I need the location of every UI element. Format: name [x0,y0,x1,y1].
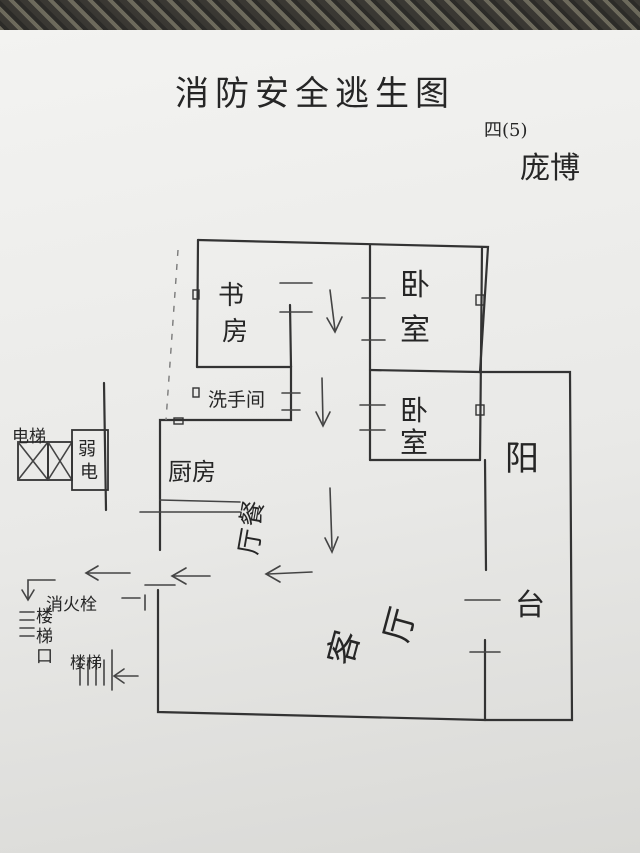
author-name: 庞博 [520,151,580,186]
label-study-1: 书 [218,281,244,311]
author-class: 四(5) [484,120,528,141]
elevator-x-2b [47,441,73,481]
diagram-title: 消防安全逃生图 [175,74,455,114]
elevator-x-1b [17,441,49,481]
escape-arrow-dining [324,487,339,554]
window-kitchen [173,417,184,425]
escape-arrow-to-stairs [21,579,56,602]
bedroom-divider [368,368,482,374]
study-wall-right [288,303,293,369]
outer-wall-bottom [156,588,487,722]
label-bedroom1-1: 卧 [400,268,430,303]
dashed-sketch-line [165,249,179,421]
label-bedroom1-2: 室 [400,313,430,348]
window-study [192,289,200,300]
balcony-wall [483,458,488,572]
label-balcony-2: 台 [515,588,545,623]
label-stairs: 楼梯 [70,653,102,672]
label-kitchen: 厨房 [168,458,216,486]
label-living-2: 厅 [377,603,424,646]
label-bedroom2-2: 室 [400,426,428,459]
label-living-1: 客 [321,626,368,669]
label-weak-current-1: 弱 [78,439,96,460]
label-elevator: 电梯 [12,427,46,447]
escape-arrow-living [264,565,313,583]
stair-exit-hatch [19,611,35,637]
corridor-wall [102,381,108,512]
window-bedroom-1 [475,294,485,306]
escape-arrow-stairs-bottom [112,668,139,684]
label-weak-current-2: 电 [80,462,98,483]
kitchen-wall [159,499,241,503]
weak-current-box [71,429,109,491]
label-bedroom2-1: 卧 [400,394,428,427]
label-study-2: 房 [222,317,248,347]
outer-wall-top [196,238,574,722]
escape-arrow-hall [315,377,331,428]
window-bedroom-2 [475,404,485,416]
stairs-hatch [79,649,113,691]
label-stair-exit-2: 梯 [36,627,53,647]
label-balcony-1: 阳 [505,439,539,479]
escape-arrow-to-hydrant [84,565,131,581]
label-stair-exit-1: 楼 [36,607,53,627]
label-stair-exit-3: 口 [36,647,53,667]
bedroom-wall-right [478,245,484,462]
washroom-wall [158,365,293,552]
escape-arrow-study [326,289,343,334]
study-wall-left [195,238,200,369]
label-restaurant-2: 厅 [234,526,268,557]
label-washroom: 洗手间 [208,389,265,411]
escape-arrow-exit [170,567,211,585]
window-washroom [192,387,200,398]
label-hydrant: 消火栓 [46,595,97,615]
label-restaurant-1: 餐 [236,498,270,529]
